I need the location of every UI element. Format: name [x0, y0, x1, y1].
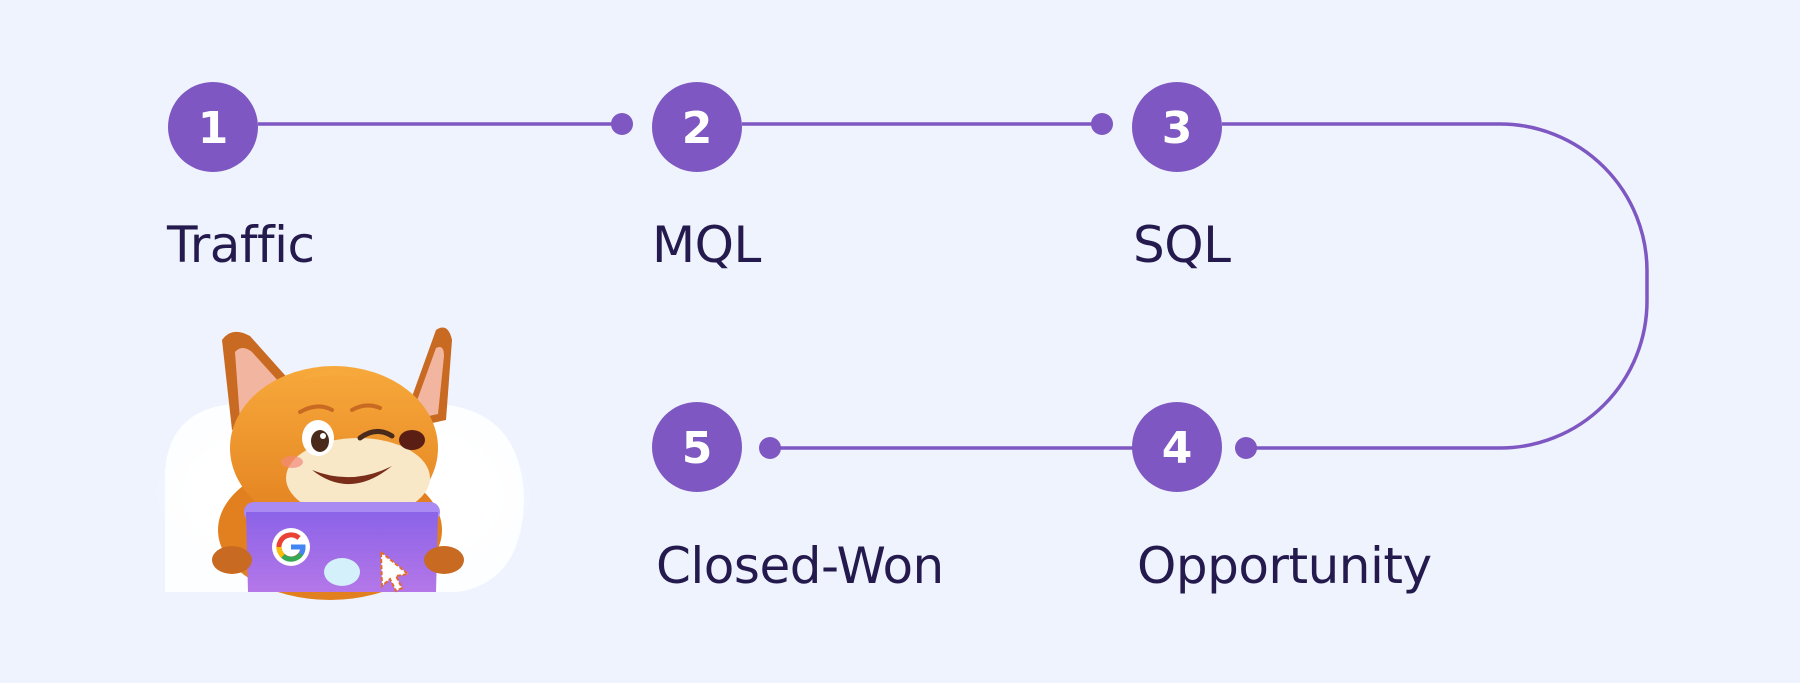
step-circle-4 — [1132, 402, 1222, 492]
connector-dot-4 — [1235, 437, 1257, 459]
google-logo-icon — [272, 528, 310, 566]
step-traffic: 1 Traffic — [166, 82, 315, 274]
connector-dot-3 — [1091, 113, 1113, 135]
step-circle-2 — [652, 82, 742, 172]
step-opportunity: 4 Opportunity — [1132, 402, 1432, 595]
cursor-arrow-icon — [379, 549, 411, 593]
step-circle-1 — [168, 82, 258, 172]
step-number-2: 2 — [682, 103, 713, 154]
connector-dot-2 — [611, 113, 633, 135]
connector-3-4-curve — [1222, 122, 1649, 450]
step-number-1: 1 — [198, 103, 229, 154]
step-label-opportunity: Opportunity — [1137, 537, 1432, 595]
step-circle-3 — [1132, 82, 1222, 172]
step-number-3: 3 — [1162, 103, 1193, 154]
step-circle-5 — [652, 402, 742, 492]
step-closed-won: 5 Closed-Won — [652, 402, 944, 595]
step-sql: 3 SQL — [1132, 82, 1232, 274]
step-label-mql: MQL — [652, 216, 761, 274]
connector-dot-5 — [759, 437, 781, 459]
fox-mascot-laptop-icon — [155, 327, 532, 600]
step-number-5: 5 — [682, 423, 713, 474]
step-label-sql: SQL — [1133, 216, 1231, 274]
step-label-traffic: Traffic — [166, 216, 314, 274]
step-label-closed-won: Closed-Won — [656, 537, 944, 595]
step-number-4: 4 — [1162, 423, 1193, 474]
step-mql: 2 MQL — [652, 82, 762, 274]
